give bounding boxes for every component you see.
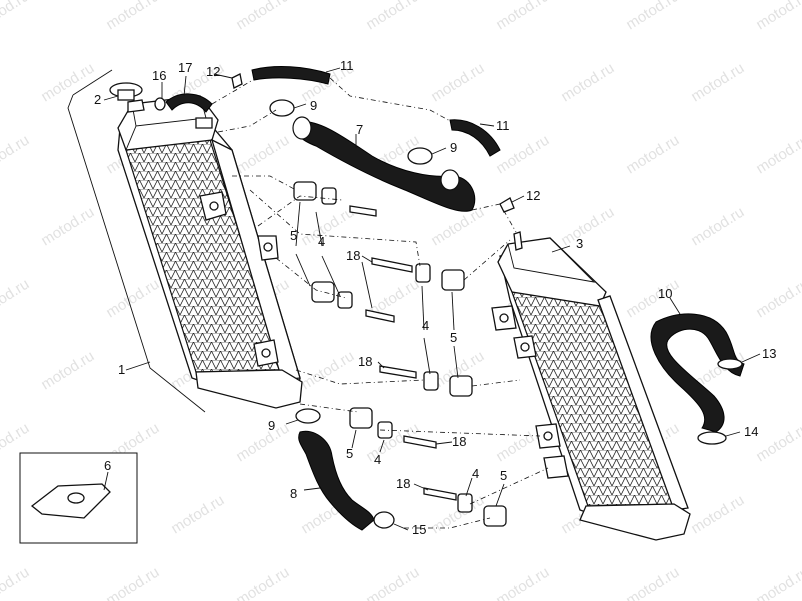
callout-5a: 5 [290,228,297,243]
watermark-text: motod.ru [233,420,292,466]
callout-4d: 4 [472,466,479,481]
hose-11-upper [251,66,331,85]
watermark-text: motod.ru [38,348,97,394]
left-radiator [117,95,303,409]
callout-18a: 18 [346,248,360,263]
hose-8 [298,430,375,531]
hose-17 [165,93,213,113]
watermark-text: motod.ru [623,276,682,322]
callout-4a: 4 [318,234,325,249]
callout-14: 14 [744,424,758,439]
callout-16: 16 [152,68,166,83]
callout-18d: 18 [396,476,410,491]
callout-1: 1 [118,362,125,377]
callout-5b: 5 [450,330,457,345]
watermark-text: motod.ru [298,348,357,394]
watermark-text: motod.ru [363,0,422,33]
callout-5c: 5 [346,446,353,461]
hose-11-right [449,119,501,157]
watermark-text: motod.ru [233,0,292,33]
callout-6: 6 [104,458,111,473]
callout-7: 7 [356,122,363,137]
mounts [293,181,507,527]
watermark-text: motod.ru [168,492,227,538]
callout-12a: 12 [206,64,220,79]
callout-2: 2 [94,92,101,107]
watermark-text: motod.ru [558,204,617,250]
callout-18c: 18 [452,434,466,449]
guide-lines [211,77,549,529]
callout-3: 3 [576,236,583,251]
watermark-text: motod.ru [298,204,357,250]
callout-17: 17 [178,60,192,75]
watermark-text: motod.ru [233,132,292,178]
callout-4c: 4 [374,452,381,467]
watermark-text: motod.ru [103,0,162,33]
callout-9a: 9 [310,98,317,113]
watermark-text: motod.ru [38,204,97,250]
watermark-text: motod.ru [623,132,682,178]
callout-13: 13 [762,346,776,361]
watermark-text: motod.ru [753,564,802,601]
right-radiator [491,231,691,541]
watermark-text: motod.ru [688,204,747,250]
watermark-text: motod.ru [493,564,552,601]
watermark-text: motod.ru [688,492,747,538]
callout-11a: 11 [340,58,354,73]
watermark-text: motod.ru [103,564,162,601]
clamps [109,73,743,529]
watermark-text: motod.ru [0,0,32,33]
watermark-text: motod.ru [0,276,32,322]
callout-12b: 12 [526,188,540,203]
watermark-text: motod.ru [0,564,32,601]
watermark-text: motod.ru [753,0,802,33]
watermark-text: motod.ru [623,0,682,33]
watermark-text: motod.ru [493,132,552,178]
watermark-text: motod.ru [623,564,682,601]
watermark-text: motod.ru [0,132,32,178]
callout-9c: 9 [268,418,275,433]
callout-11b: 11 [496,118,510,133]
watermark-text: motod.ru [753,420,802,466]
callout-15: 15 [412,522,426,537]
callout-10: 10 [658,286,672,301]
callout-8: 8 [290,486,297,501]
watermark-text: motod.ru [753,276,802,322]
bolts [349,205,457,501]
hose-10 [650,313,745,433]
callout-4b: 4 [422,318,429,333]
watermark-text: motod.ru [38,60,97,106]
item1-bracket [67,94,206,413]
watermark-text: motod.ru [688,60,747,106]
callout-labels: 1 2 3 4 4 4 4 5 5 5 5 6 7 8 9 9 9 10 11 … [94,58,776,537]
callout-9b: 9 [450,140,457,155]
callout-18b: 18 [358,354,372,369]
watermark-text: motod.ru [233,564,292,601]
inset-item-6 [19,452,138,544]
leader-lines [103,67,761,531]
watermark-text: motod.ru [558,60,617,106]
callout-5d: 5 [500,468,507,483]
watermark-text: motod.ru [363,564,422,601]
watermark-text: motod.ru [493,0,552,33]
watermark-text: motod.ru [428,60,487,106]
watermark-text: motod.ru [753,132,802,178]
